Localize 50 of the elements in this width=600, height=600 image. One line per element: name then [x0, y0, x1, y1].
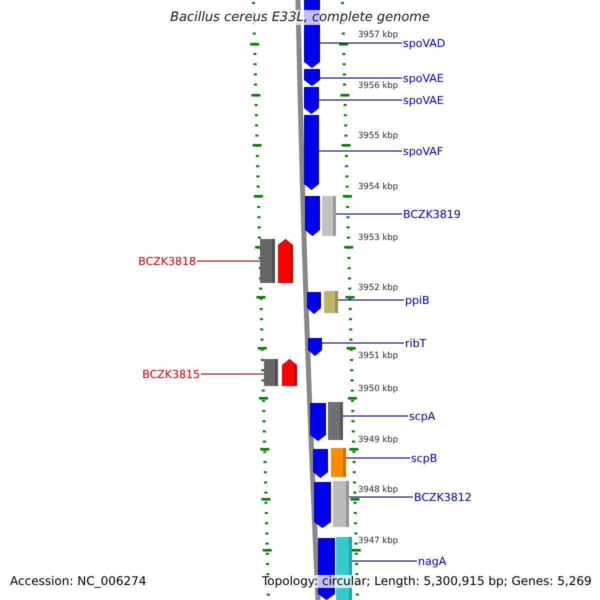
gene-label: BCZK3819 [403, 208, 461, 220]
scale-label: 3955 kbp [358, 131, 398, 142]
leader-line [196, 260, 260, 262]
scale-label: 3947 kbp [358, 536, 398, 547]
title: Bacillus cereus E33L, complete genome [170, 10, 430, 25]
gene-feature [278, 239, 293, 283]
gene-feature [313, 449, 328, 478]
leader-line [352, 560, 418, 562]
gene-box [322, 196, 336, 236]
gene-label: spoVAD [403, 36, 446, 50]
leader-line [320, 42, 402, 44]
gene-box [328, 402, 343, 440]
gene-label: spoVAF [403, 144, 444, 158]
gene-feature [304, 69, 320, 86]
gene-box [264, 359, 278, 386]
gene-box [324, 291, 338, 313]
scale-label: 3953 kbp [358, 233, 398, 244]
gene-feature [308, 338, 322, 356]
gene-label: BCZK3815 [142, 368, 200, 380]
scale-label: 3952 kbp [358, 283, 398, 294]
scale-label: 3949 kbp [358, 435, 398, 446]
leader-line [318, 150, 402, 152]
gene-label: nagA [418, 554, 446, 568]
gene-feature [304, 87, 319, 114]
gene-box [260, 239, 275, 283]
gene-box [333, 481, 349, 527]
scale-label: 3948 kbp [358, 485, 398, 496]
gene-label: scpA [409, 410, 436, 422]
gene-feature [307, 292, 321, 314]
gene-label: scpB [411, 452, 438, 464]
leader-line [322, 342, 404, 344]
gene-box [331, 448, 346, 477]
scale-label: 3950 kbp [358, 384, 398, 395]
gene-label: BCZK3812 [414, 490, 472, 504]
gene-label: spoVAE [403, 94, 444, 106]
gene-feature [305, 196, 320, 236]
scale-label: 3951 kbp [358, 351, 398, 362]
genome-stats-text: Topology: circular; Length: 5,300,915 bp; Genes: 5,269 [262, 575, 592, 588]
leader-line [348, 496, 414, 498]
accession-text: Accession: NC_006274 [10, 575, 146, 588]
gene-feature [310, 403, 326, 441]
gene-label: BCZK3818 [138, 254, 196, 268]
gene-label: ppiB [405, 294, 430, 306]
gene-feature [282, 359, 297, 386]
scale-label: 3956 kbp [358, 81, 398, 92]
scale-label: 3957 kbp [358, 30, 398, 41]
scale-label: 3954 kbp [358, 182, 398, 193]
gene-label: ribT [405, 336, 426, 350]
gene-label: spoVAE [403, 72, 444, 84]
gene-feature [314, 482, 331, 528]
